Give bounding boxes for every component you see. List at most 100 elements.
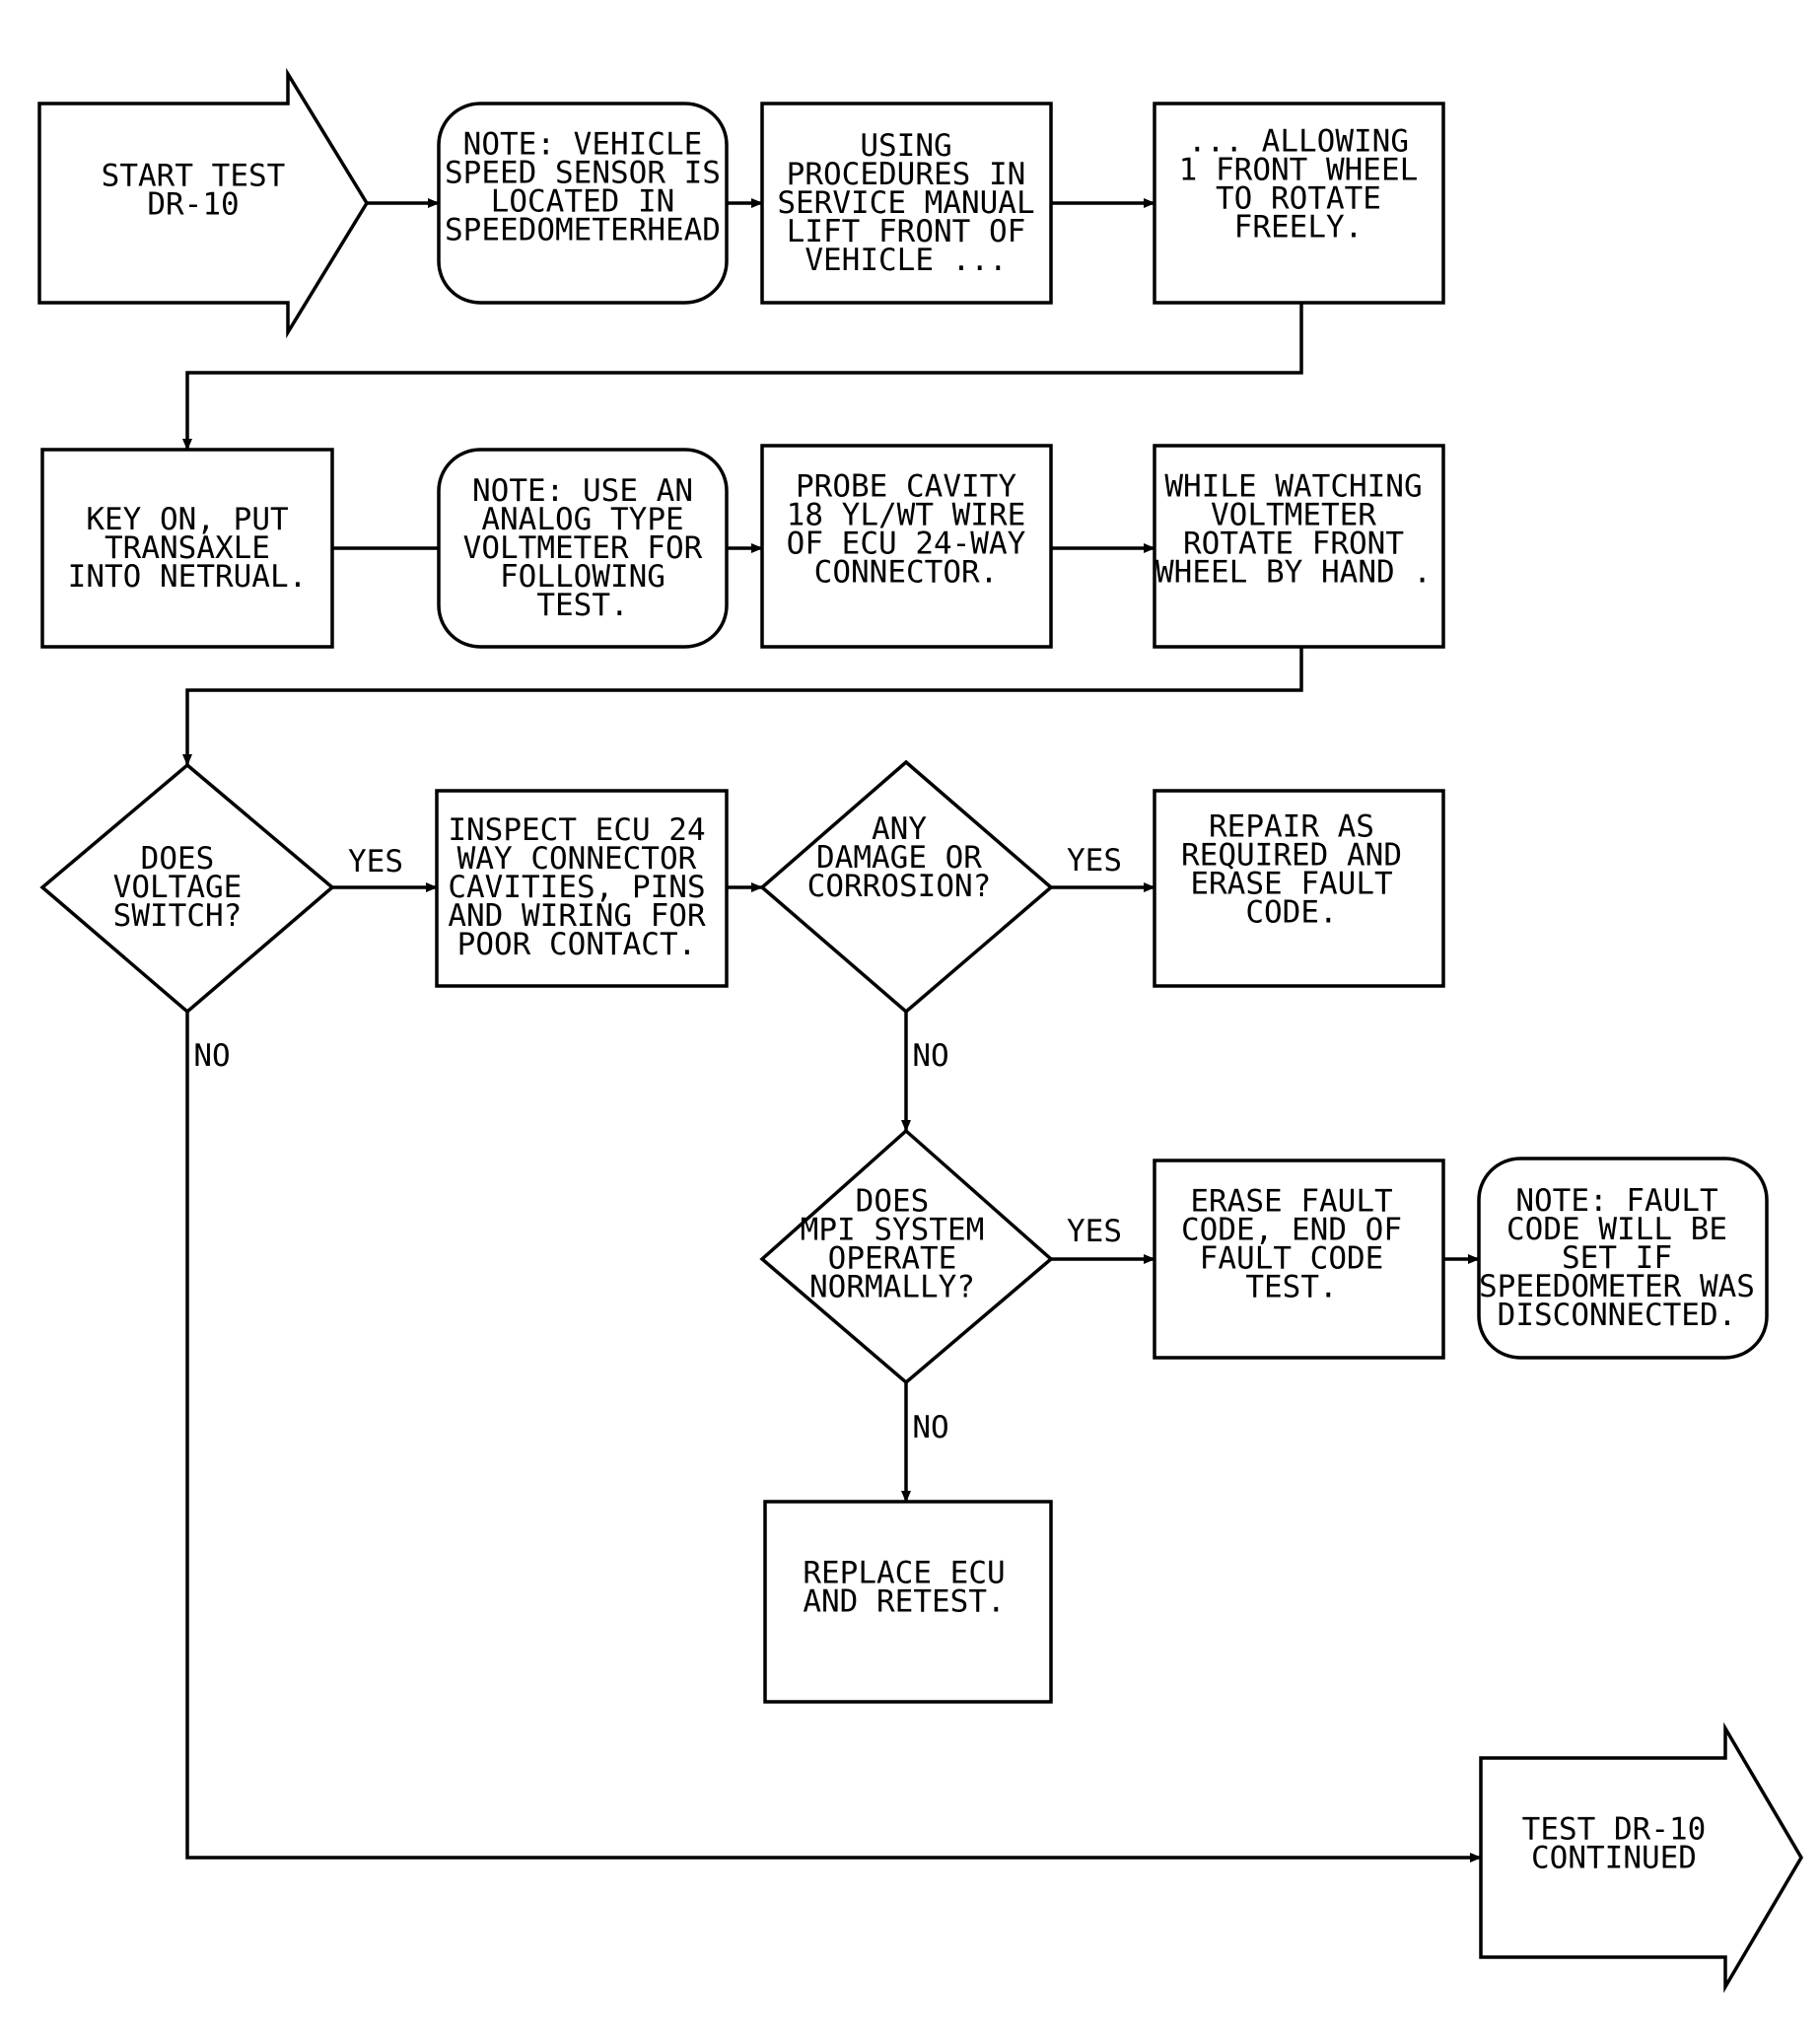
note-analog-line: VOLTMETER FOR [463,530,703,566]
probe-line: 18 YL/WT WIRE [787,498,1026,533]
edge-labels: YES NO YES NO YES NO [193,843,1122,1445]
probe-line: PROBE CAVITY [796,469,1016,505]
watch-box-shape [1153,444,1445,649]
note-fault-line: SET IF [1562,1240,1672,1276]
lift-line: SERVICE MANUAL [777,185,1034,221]
note-fault-line: NOTE: FAULT [1515,1183,1717,1219]
erase-line: FAULT CODE [1200,1241,1384,1277]
inspect-line: POOR CONTACT. [457,927,697,962]
inspect-line: CAVITIES, PINS [448,870,705,905]
damage-line: DAMAGE OR [816,840,982,876]
mpi-decision-shape [759,1128,1054,1385]
lift-line: LIFT FRONT OF [787,214,1026,249]
note-analog-line: TEST. [536,588,628,623]
repair-box-shape [1153,789,1445,988]
key-on-line: INTO NETRUAL. [68,559,308,595]
inspect-box-shape [435,789,729,988]
allowing-line: FREELY. [1234,210,1364,246]
keyon-box-shape [40,448,334,649]
note-analog-line: ANALOG TYPE [481,502,683,537]
repair-line: CODE. [1245,895,1337,931]
shapes [37,67,1804,1994]
watch-line: VOLTMETER [1211,498,1376,533]
note-vss-line: LOCATED IN [491,184,675,220]
connector-watch-to-decision [182,647,1303,766]
mpi-line: OPERATE [828,1241,957,1277]
voltage-switch-line: SWITCH? [113,898,243,934]
note-vss-line: NOTE: VEHICLE [463,127,703,163]
probe-line: OF ECU 24-WAY [787,527,1026,562]
replace-line: REPLACE ECU [803,1556,1005,1591]
mpi-no-label: NO [912,1410,948,1445]
continued-arrow-shape [1479,1722,1804,1994]
allowing-line: TO ROTATE [1216,181,1381,217]
repair-line: REPAIR AS [1209,809,1374,845]
mpi-line: NORMALLY? [809,1270,975,1305]
damage-no-label: NO [912,1038,948,1074]
note-fault-line: DISCONNECTED. [1498,1298,1737,1333]
mpi-yes-label: YES [1067,1214,1122,1249]
lift-line: VEHICLE ... [805,243,1007,278]
continued-line: CONTINUED [1531,1841,1697,1876]
note-analog-line: FOLLOWING [500,559,665,595]
note-vss-line: SPEED SENSOR IS [445,156,721,191]
damage-line: ANY [872,811,927,847]
watch-line: WHILE WATCHING [1164,469,1422,505]
mpi-line: DOES [856,1184,930,1220]
inspect-line: WAY CONNECTOR [457,841,697,877]
damage-decision-shape [759,759,1054,1015]
voltage-switch-line: VOLTAGE [113,870,243,905]
start-line: START TEST [102,159,286,194]
connectors [182,198,1482,1863]
note-analog-shape [437,448,729,649]
voltage-yes-label: YES [348,844,403,879]
allowing-line: ... ALLOWING [1188,124,1409,160]
watch-line: ROTATE FRONT [1183,527,1404,562]
lift-line: USING [860,128,951,164]
note-fault-line: CODE WILL BE [1506,1212,1727,1247]
connector-voltage-no [185,1012,1482,1863]
mpi-line: MPI SYSTEM [801,1213,985,1248]
damage-line: CORROSION? [807,869,992,904]
voltage-decision-shape [39,762,335,1015]
probe-box-shape [760,444,1053,649]
connector-allowing-to-keyon [182,303,1303,451]
replace-line: AND RETEST. [803,1584,1005,1620]
lift-line: PROCEDURES IN [787,157,1026,192]
inspect-line: INSPECT ECU 24 [448,812,705,848]
voltage-switch-line: DOES [141,841,215,877]
key-on-line: KEY ON, PUT [86,502,288,537]
note-fault-shape [1477,1157,1769,1360]
repair-line: REQUIRED AND [1181,838,1402,874]
allowing-box-shape [1153,102,1445,305]
note-vss-line: SPEEDOMETERHEAD [445,213,721,248]
key-on-line: TRANSAXLE [105,530,270,566]
note-fault-line: SPEEDOMETER WAS [1479,1269,1755,1304]
erase-box-shape [1153,1159,1445,1360]
note-analog-line: NOTE: USE AN [472,473,693,509]
damage-yes-label: YES [1067,843,1122,879]
replace-box-shape [763,1500,1053,1704]
erase-line: CODE, END OF [1181,1213,1402,1248]
inspect-line: AND WIRING FOR [448,898,706,934]
continued-line: TEST DR-10 [1522,1812,1707,1848]
repair-line: ERASE FAULT [1190,867,1392,902]
